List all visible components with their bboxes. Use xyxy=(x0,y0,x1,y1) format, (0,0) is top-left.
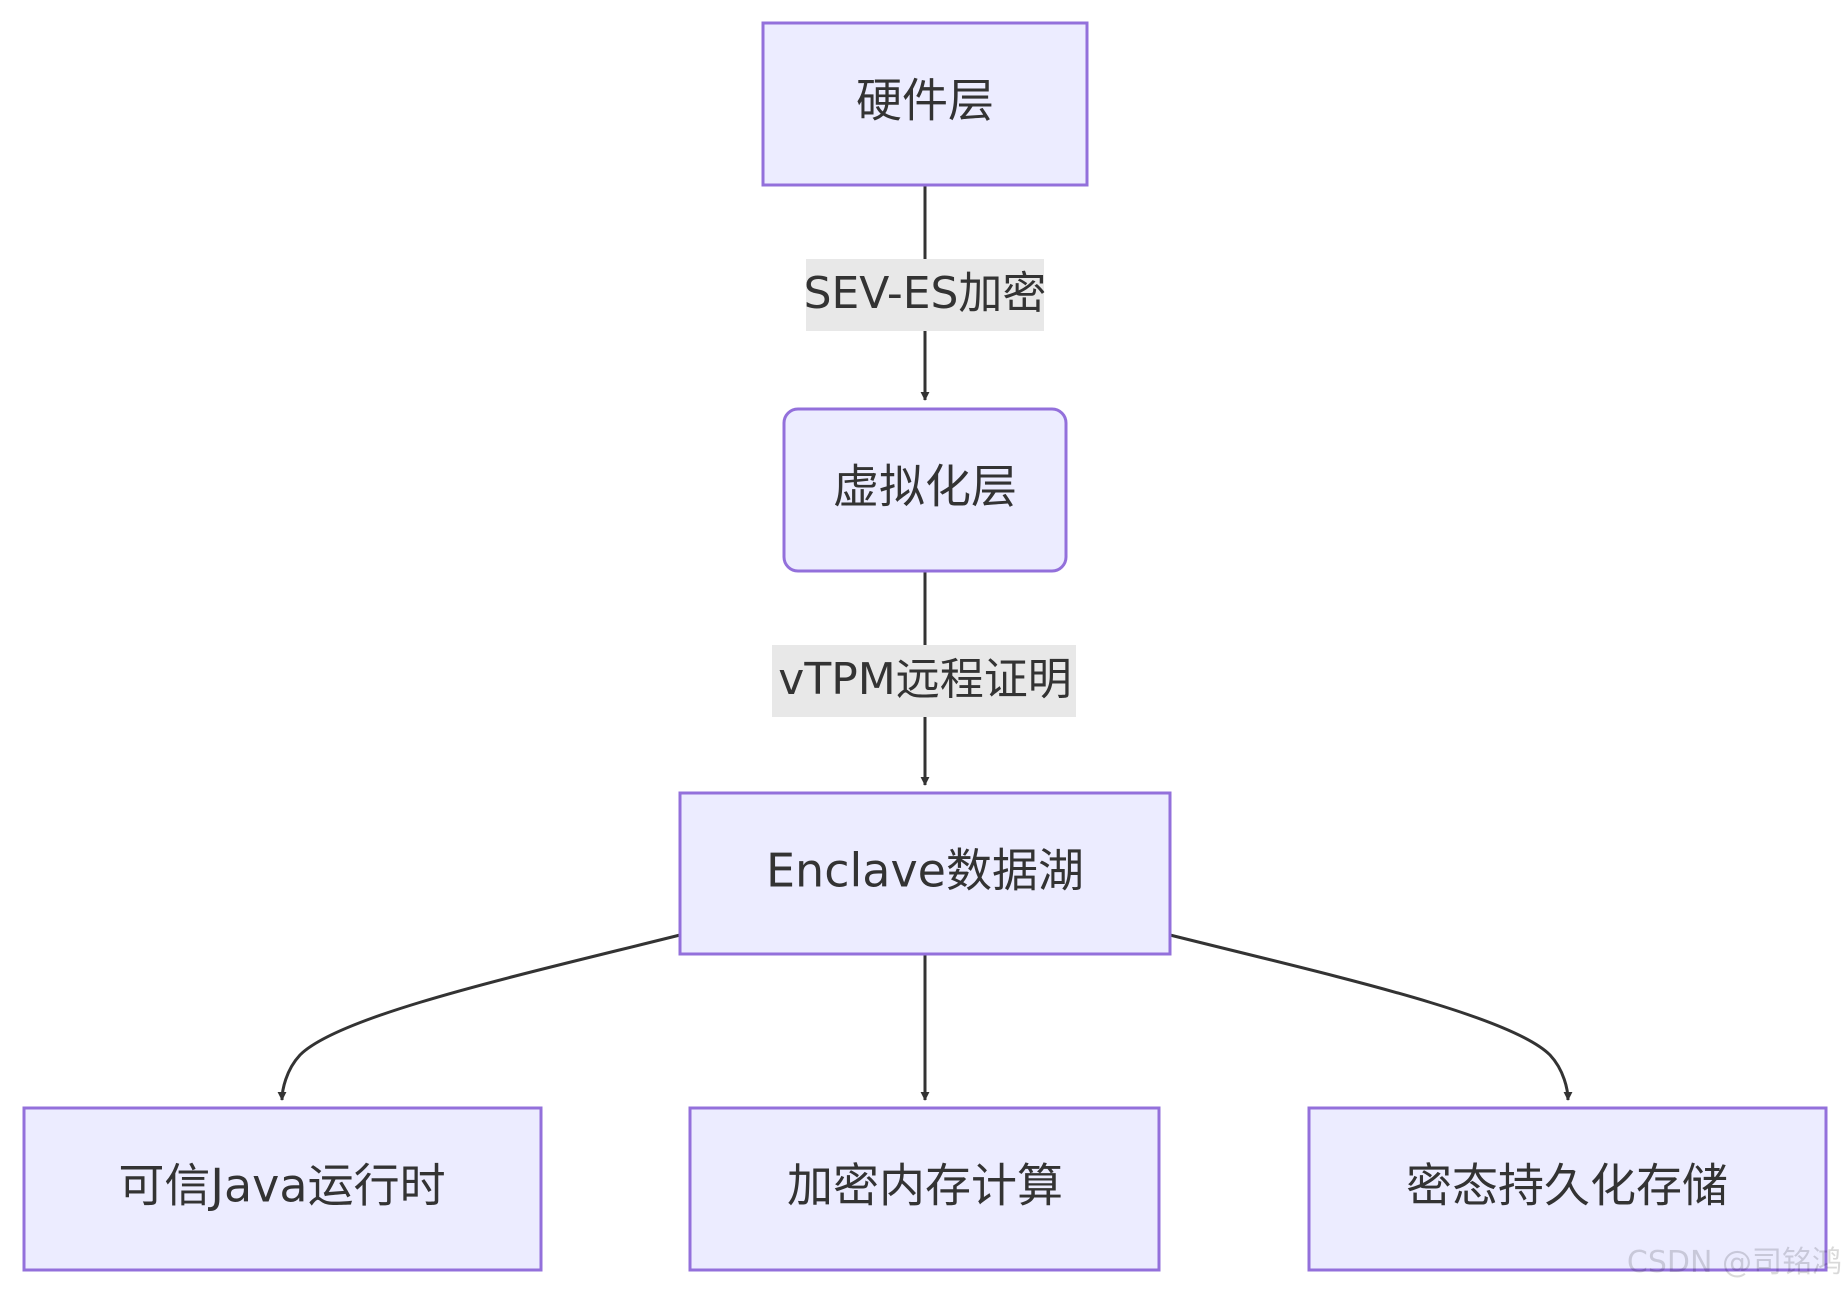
watermark-text: CSDN @司铭鸿 xyxy=(1627,1245,1842,1280)
node-box xyxy=(1307,1106,1828,1272)
node-label: 硬件层 xyxy=(856,74,994,128)
node-label: 虚拟化层 xyxy=(833,460,1017,514)
edge-label-background xyxy=(806,259,1044,331)
node-virtualization-layer: 虚拟化层 xyxy=(782,407,1068,573)
edge-hardware-to-virtualization: SEV-ES加密 xyxy=(804,185,1047,401)
node-box xyxy=(678,791,1172,956)
edge-label-sev-es: SEV-ES加密 xyxy=(804,268,1047,319)
node-box xyxy=(22,1106,543,1272)
edge-virtualization-to-enclave: vTPM远程证明 xyxy=(772,571,1076,786)
edge-label-background xyxy=(772,645,1076,717)
edge-enclave-to-java-runtime xyxy=(277,933,681,1101)
node-box xyxy=(688,1106,1161,1272)
edge-enclave-to-persistent-storage xyxy=(1169,933,1573,1101)
node-label: 密态持久化存储 xyxy=(1406,1159,1728,1213)
edge-label-vtpm: vTPM远程证明 xyxy=(778,654,1071,705)
node-label: 可信Java运行时 xyxy=(118,1159,445,1213)
node-box xyxy=(782,407,1068,573)
node-trusted-java-runtime: 可信Java运行时 xyxy=(22,1106,543,1272)
edge-line xyxy=(1169,933,1573,1101)
node-box xyxy=(761,21,1089,187)
node-label: Enclave数据湖 xyxy=(766,844,1084,898)
node-encrypted-memory-compute: 加密内存计算 xyxy=(688,1106,1161,1272)
node-enclave-data-lake: Enclave数据湖 xyxy=(678,791,1172,956)
node-encrypted-persistent-storage: 密态持久化存储 xyxy=(1307,1106,1828,1272)
node-label: 加密内存计算 xyxy=(787,1159,1063,1213)
node-hardware-layer: 硬件层 xyxy=(761,21,1089,187)
edge-line xyxy=(277,933,681,1101)
